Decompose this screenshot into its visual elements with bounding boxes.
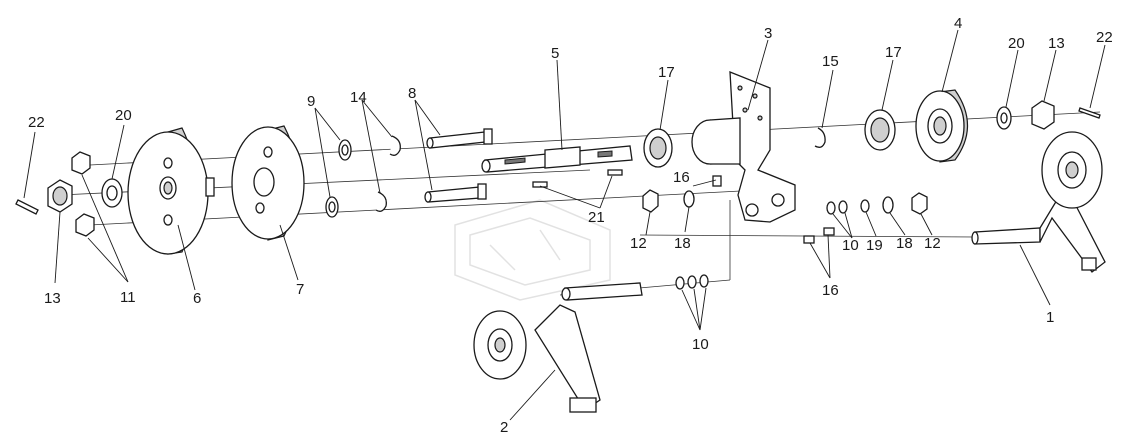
washer-9-lower bbox=[325, 196, 339, 218]
key-21-b bbox=[607, 169, 623, 176]
callout-13-right: 13 bbox=[1048, 35, 1065, 52]
washer-19 bbox=[860, 199, 870, 213]
callout-2: 2 bbox=[500, 419, 508, 436]
cotter-pin-left bbox=[15, 199, 39, 215]
washer-10-right-a bbox=[826, 201, 836, 215]
washer-18-right bbox=[882, 196, 894, 214]
nut-upper bbox=[71, 151, 91, 175]
pin-8-lower bbox=[424, 183, 487, 203]
callout-16-upper: 16 bbox=[673, 169, 690, 186]
set-screw-16-lower-a bbox=[803, 235, 815, 244]
washer-10-lower-c bbox=[699, 274, 709, 288]
pulley-6 bbox=[127, 127, 215, 255]
callout-17-right: 17 bbox=[885, 44, 902, 61]
callout-13-left: 13 bbox=[44, 290, 61, 307]
callout-10-right: 10 bbox=[842, 237, 859, 254]
callout-21: 21 bbox=[588, 209, 605, 226]
washer-10-lower-b bbox=[687, 275, 697, 289]
nut-12-middle bbox=[642, 189, 659, 213]
pulley-7 bbox=[231, 125, 305, 241]
nut-lower bbox=[75, 213, 95, 237]
washer-10-lower-a bbox=[675, 276, 685, 290]
callout-15: 15 bbox=[822, 53, 839, 70]
washer-left bbox=[101, 178, 123, 208]
callout-22-right: 22 bbox=[1096, 29, 1113, 46]
callout-6: 6 bbox=[193, 290, 201, 307]
snap-ring-upper bbox=[389, 135, 401, 156]
callout-20-right: 20 bbox=[1008, 35, 1025, 52]
pin-8-upper bbox=[426, 128, 493, 149]
washer-9-upper bbox=[338, 139, 352, 161]
callout-18-right: 18 bbox=[896, 235, 913, 252]
callout-22-left: 22 bbox=[28, 114, 45, 131]
callout-20-left: 20 bbox=[115, 107, 132, 124]
callout-3: 3 bbox=[764, 25, 772, 42]
callout-11: 11 bbox=[120, 289, 136, 306]
callout-labels: 1 2 3 4 5 6 7 8 9 10 10 11 12 12 13 13 1… bbox=[28, 15, 1113, 436]
washer-18-middle bbox=[683, 190, 695, 208]
shaft-5 bbox=[481, 145, 633, 173]
bearing-17-left bbox=[643, 128, 673, 168]
callout-17-left: 17 bbox=[658, 64, 675, 81]
callout-9: 9 bbox=[307, 93, 315, 110]
callout-12-right: 12 bbox=[924, 235, 941, 252]
callout-16-lower: 16 bbox=[822, 282, 839, 299]
castle-nut-left bbox=[47, 179, 73, 213]
callout-7: 7 bbox=[296, 281, 304, 298]
callout-12-middle: 12 bbox=[630, 235, 647, 252]
callout-1: 1 bbox=[1046, 309, 1054, 326]
cotter-pin-right bbox=[1078, 107, 1101, 119]
washer-20-right bbox=[996, 106, 1012, 130]
callout-18-middle: 18 bbox=[674, 235, 691, 252]
callout-14: 14 bbox=[350, 89, 367, 106]
snap-ring-lower bbox=[375, 191, 387, 212]
snap-ring-15 bbox=[814, 127, 826, 148]
callout-10-lower: 10 bbox=[692, 336, 709, 353]
callout-19: 19 bbox=[866, 237, 883, 254]
key-21-a bbox=[532, 181, 548, 188]
bracket-3 bbox=[691, 71, 796, 223]
leader-lines bbox=[23, 29, 1106, 421]
bearing-17-right bbox=[864, 109, 896, 151]
set-screw-16-lower-b bbox=[823, 227, 835, 236]
nut-12-right bbox=[911, 192, 928, 215]
tensioner-arm-2 bbox=[473, 282, 643, 413]
washer-10-right-b bbox=[838, 200, 848, 214]
set-screw-16-upper bbox=[712, 175, 722, 187]
watermark-logo bbox=[454, 199, 611, 301]
callout-8: 8 bbox=[408, 85, 416, 102]
callout-5: 5 bbox=[551, 45, 559, 62]
callout-4: 4 bbox=[954, 15, 962, 32]
idler-pulley-4 bbox=[915, 89, 968, 163]
nut-13-right bbox=[1031, 100, 1055, 130]
tensioner-arm-1 bbox=[971, 131, 1106, 273]
